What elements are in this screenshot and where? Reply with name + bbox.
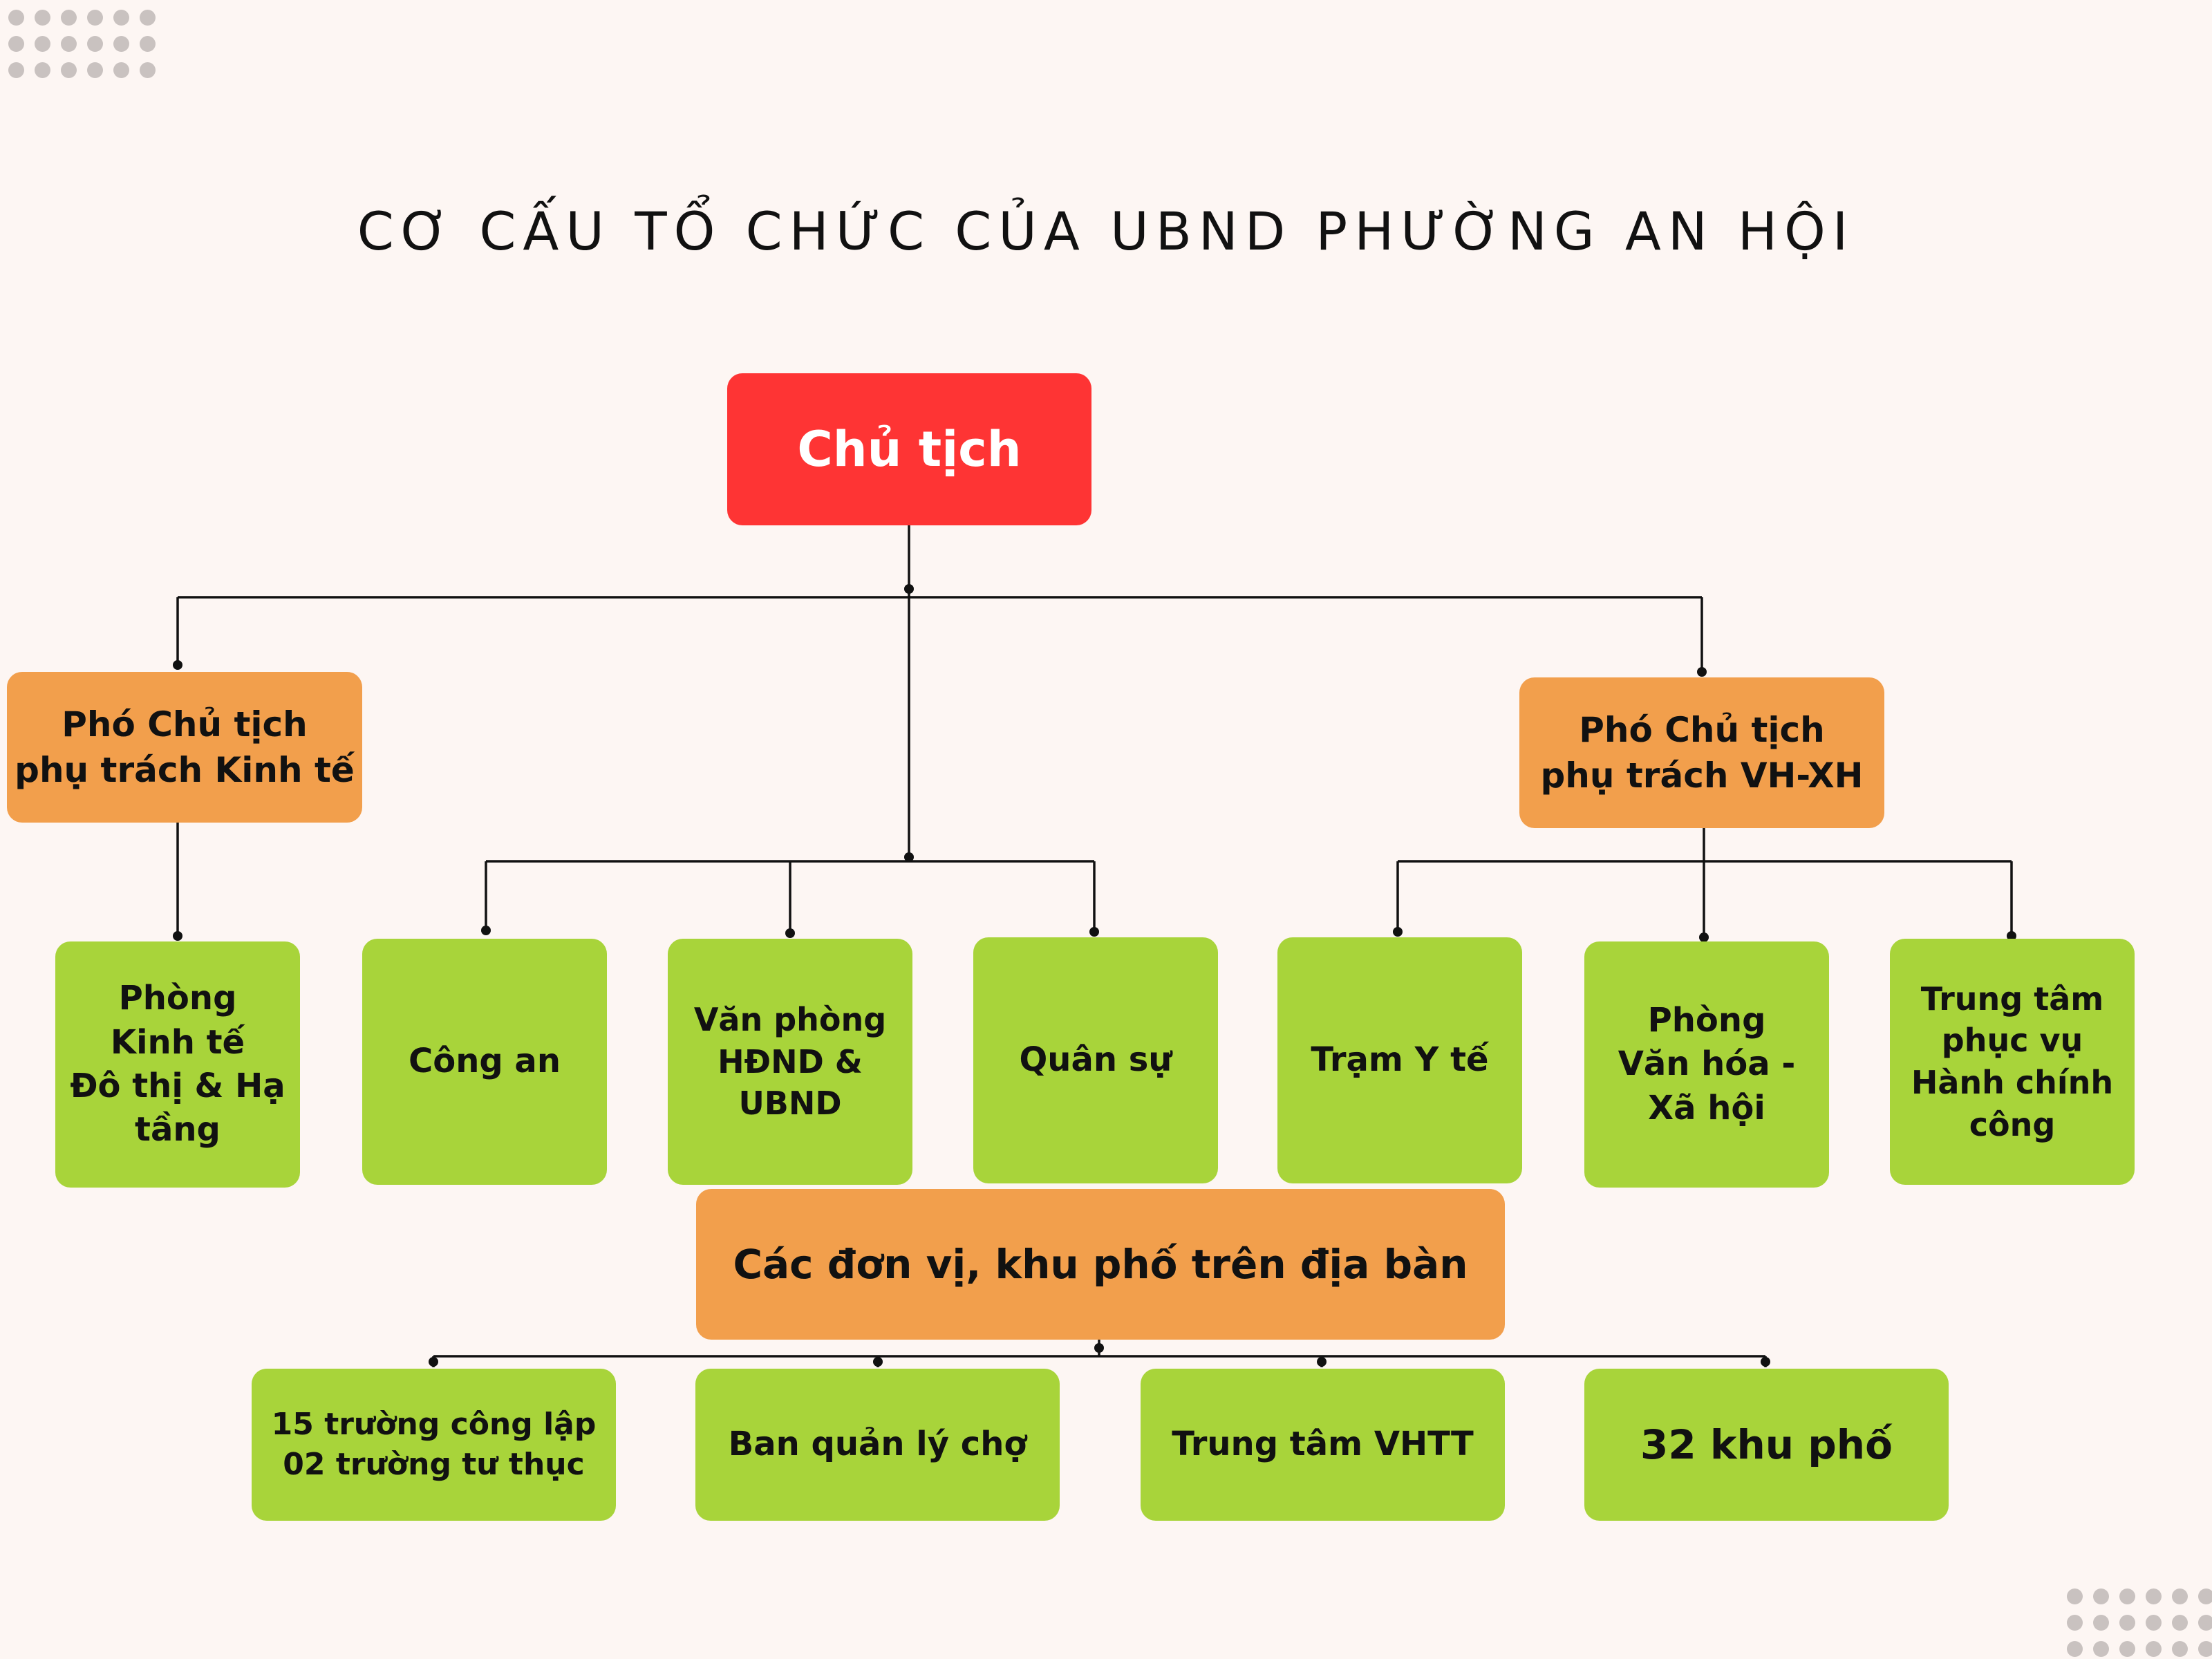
node-schools-label: 15 trường công lập 02 trường tư thục: [271, 1406, 597, 1482]
node-chairman-label: Chủ tịch: [797, 420, 1022, 478]
node-admin-center-label: Trung tâm phục vụ Hành chính công: [1911, 980, 2114, 1143]
node-market-board: Ban quản lý chợ: [695, 1369, 1060, 1521]
node-vice-chairman-economy-label: Phó Chủ tịch phụ trách Kinh tế: [15, 704, 355, 790]
node-local-units-label: Các đơn vị, khu phố trên địa bàn: [733, 1240, 1468, 1288]
node-military-label: Quân sự: [1019, 1040, 1172, 1080]
node-military: Quân sự: [973, 937, 1218, 1183]
node-health-station-label: Trạm Y tế: [1311, 1040, 1489, 1080]
node-vice-chairman-culture: Phó Chủ tịch phụ trách VH-XH: [1519, 677, 1884, 828]
node-vice-chairman-economy: Phó Chủ tịch phụ trách Kinh tế: [7, 672, 362, 823]
node-health-station: Trạm Y tế: [1277, 937, 1522, 1183]
node-schools: 15 trường công lập 02 trường tư thục: [252, 1369, 616, 1521]
node-local-units: Các đơn vị, khu phố trên địa bàn: [696, 1189, 1505, 1340]
node-chairman: Chủ tịch: [727, 373, 1091, 525]
node-culture-center: Trung tâm VHTT: [1141, 1369, 1505, 1521]
decorative-dots-bottom-right: [2067, 1588, 2212, 1657]
node-dept-culture: Phòng Văn hóa - Xã hội: [1584, 941, 1829, 1188]
node-police-label: Công an: [408, 1042, 561, 1081]
node-vice-chairman-culture-label: Phó Chủ tịch phụ trách VH-XH: [1540, 710, 1864, 796]
node-dept-economy: Phòng Kinh tế Đô thị & Hạ tầng: [55, 941, 300, 1188]
node-wards-label: 32 khu phố: [1640, 1421, 1893, 1468]
node-police: Công an: [362, 939, 607, 1185]
node-admin-center: Trung tâm phục vụ Hành chính công: [1890, 939, 2135, 1185]
node-dept-culture-label: Phòng Văn hóa - Xã hội: [1618, 1000, 1796, 1127]
page-title: CƠ CẤU TỔ CHỨC CỦA UBND PHƯỜNG AN HỘI: [357, 200, 1855, 262]
node-market-board-label: Ban quản lý chợ: [728, 1425, 1027, 1464]
node-dept-economy-label: Phòng Kinh tế Đô thị & Hạ tầng: [70, 979, 285, 1150]
node-wards: 32 khu phố: [1584, 1369, 1949, 1521]
node-culture-center-label: Trung tâm VHTT: [1172, 1425, 1474, 1464]
node-council-office-label: Văn phòng HĐND & UBND: [693, 1000, 887, 1123]
node-council-office: Văn phòng HĐND & UBND: [668, 939, 912, 1185]
decorative-dots-top-left: [8, 10, 156, 78]
